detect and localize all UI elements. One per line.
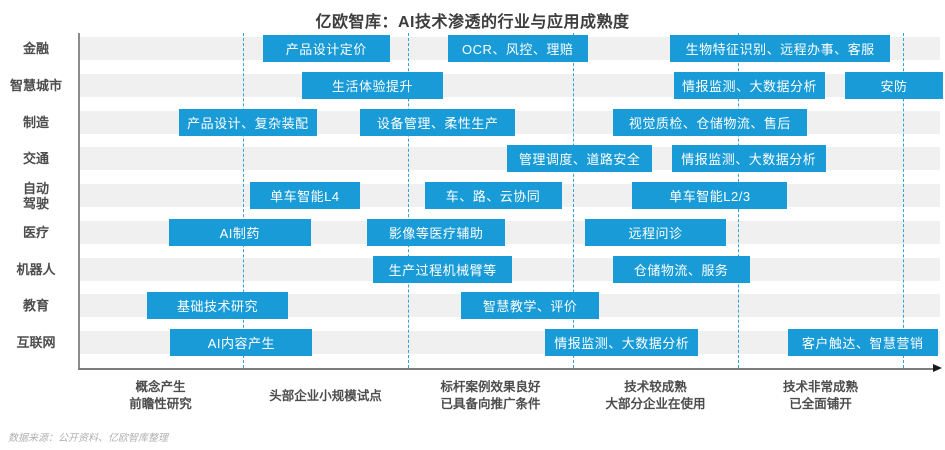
axis-stage-label: 概念产生前瞻性研究 bbox=[129, 380, 192, 411]
chart-bar: 基础技术研究 bbox=[147, 292, 288, 319]
stage-divider bbox=[573, 33, 574, 368]
y-axis-line bbox=[78, 33, 80, 368]
chart-bar: 情报监测、大数据分析 bbox=[673, 72, 826, 99]
row-label: 交通 bbox=[22, 151, 49, 166]
chart-bar: AI制药 bbox=[168, 219, 311, 246]
chart-bar: 产品设计、复杂装配 bbox=[178, 109, 318, 136]
source-note: 数据来源：公开资料、亿欧智库整理 bbox=[8, 433, 168, 444]
axis-stage-label: 标杆案例效果良好已具备向推广条件 bbox=[440, 380, 541, 411]
chart-bar: 视觉质检、仓储物流、售后 bbox=[612, 109, 808, 136]
chart-bar: AI内容产生 bbox=[170, 329, 313, 356]
stage-divider bbox=[243, 33, 244, 368]
row-label: 智慧城市 bbox=[9, 78, 62, 93]
x-axis-arrowhead-icon bbox=[933, 364, 942, 373]
chart-title: 亿欧智库：AI技术渗透的行业与应用成熟度 bbox=[315, 14, 630, 31]
row-label: 制造 bbox=[22, 115, 49, 130]
chart-bar: 车、路、云协同 bbox=[424, 182, 562, 209]
chart-bar: 远程问诊 bbox=[584, 219, 727, 246]
chart-bar: 安防 bbox=[845, 72, 943, 99]
axis-stage-label: 技术非常成熟已全面铺开 bbox=[782, 380, 858, 411]
chart-bar: 客户触达、智慧营销 bbox=[787, 329, 938, 356]
stage-divider bbox=[408, 33, 409, 368]
chart-bar: 管理调度、道路安全 bbox=[507, 145, 653, 172]
stage-divider bbox=[903, 33, 904, 368]
row-label: 教育 bbox=[22, 298, 49, 313]
row-label: 互联网 bbox=[16, 335, 56, 350]
chart-bar: OCR、风控、理赔 bbox=[447, 35, 588, 62]
row-label: 医疗 bbox=[22, 225, 49, 240]
chart-bar: 产品设计定价 bbox=[262, 35, 390, 62]
axis-stage-label: 头部企业小规模试点 bbox=[269, 388, 382, 403]
chart-bar: 影像等医疗辅助 bbox=[366, 219, 506, 246]
chart-bar: 生活体验提升 bbox=[302, 72, 443, 99]
row-label: 机器人 bbox=[16, 262, 56, 277]
row-label: 金融 bbox=[22, 41, 49, 56]
chart-bar: 设备管理、柔性生产 bbox=[360, 109, 516, 136]
axis-stage-label: 技术较成熟大部分企业在使用 bbox=[605, 380, 706, 411]
chart-bar: 单车智能L4 bbox=[249, 182, 361, 209]
chart-bar: 情报监测、大数据分析 bbox=[545, 329, 699, 356]
chart-bar: 生产过程机械臂等 bbox=[373, 256, 512, 283]
x-axis-line bbox=[78, 368, 934, 370]
chart-bar: 生物特征识别、远程办事、客服 bbox=[670, 35, 890, 62]
row-label: 自动驾驶 bbox=[22, 180, 49, 211]
chart-bar: 情报监测、大数据分析 bbox=[672, 145, 826, 172]
chart-bar: 仓储物流、服务 bbox=[612, 256, 750, 283]
chart-bar: 单车智能L2/3 bbox=[632, 182, 788, 209]
chart-bar: 智慧教学、评价 bbox=[460, 292, 600, 319]
